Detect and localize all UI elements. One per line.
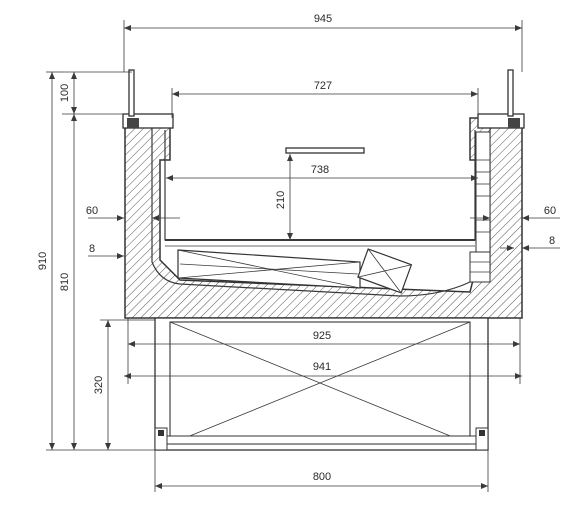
dim-inner-width: 727 bbox=[314, 80, 332, 92]
dim-body-height: 810 bbox=[59, 273, 71, 291]
fan-unit bbox=[357, 248, 413, 294]
right-rim-block bbox=[508, 118, 520, 128]
interior-well-outline bbox=[151, 128, 491, 297]
left-glass-post bbox=[128, 69, 135, 117]
top-shelf bbox=[285, 147, 365, 154]
dim-top-edge: 100 bbox=[59, 84, 71, 102]
dim-wall-right: 60 bbox=[544, 205, 556, 217]
base-frame bbox=[154, 317, 489, 451]
dim-overall-width: 945 bbox=[314, 13, 332, 25]
dim-shelf-height: 210 bbox=[275, 191, 287, 209]
dim-base-width: 800 bbox=[313, 471, 331, 483]
dim-total-height: 910 bbox=[37, 252, 49, 270]
dim-base-height: 320 bbox=[93, 376, 105, 394]
dim-skin-left: 8 bbox=[89, 243, 95, 255]
dim-wall-left: 60 bbox=[86, 205, 98, 217]
dim-shelf-width: 738 bbox=[311, 164, 329, 176]
display-pan bbox=[164, 130, 476, 241]
left-rim-block bbox=[127, 118, 139, 128]
right-side-control-column bbox=[469, 131, 491, 283]
dim-skin-right: 8 bbox=[549, 235, 555, 247]
dim-bottom-width: 925 bbox=[313, 330, 331, 342]
right-glass-post bbox=[507, 69, 514, 117]
dim-outer-bottom-width: 941 bbox=[313, 361, 331, 373]
